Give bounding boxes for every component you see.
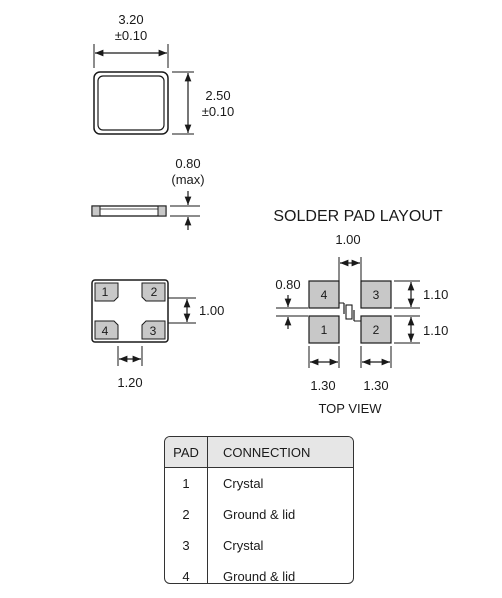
width-label: 3.20 (118, 12, 143, 27)
table-header-pad: PAD (165, 437, 208, 468)
solder-pad-width-right-dimension: 1.30 (360, 346, 392, 393)
package-bottom-view: 1 2 4 3 (91, 279, 169, 343)
table-row: 2 Ground & lid (165, 499, 353, 530)
bottom-pitch-dimension: 1.00 (168, 297, 224, 324)
table-cell-pad: 2 (165, 499, 208, 530)
solder-pad-width-left-label: 1.30 (310, 378, 335, 393)
bottom-pad-1 (94, 282, 119, 302)
width-dimension: 3.20 ±0.10 (93, 12, 169, 68)
solder-pads: 4 3 1 2 (308, 280, 392, 344)
bottom-pad-3-label: 3 (150, 324, 157, 338)
solder-pad-gap-label: 0.80 (275, 277, 300, 292)
solder-pad-1 (308, 315, 340, 344)
table-cell-pad: 1 (165, 467, 208, 499)
solder-gap-label: 1.00 (335, 232, 360, 247)
table-cell-connection: Ground & lid (223, 569, 296, 584)
thickness-label: 0.80 (175, 156, 200, 171)
bottom-pitch-label: 1.00 (199, 303, 224, 318)
solder-pad-3-label: 3 (373, 288, 380, 302)
table-cell-connection: Crystal (223, 476, 264, 491)
bottom-pad-width-dimension: 1.20 (117, 346, 143, 390)
solder-pad-3 (360, 280, 392, 309)
bottom-pad-2 (141, 282, 166, 302)
width-tolerance: ±0.10 (115, 28, 147, 43)
solder-pad-width-left-dimension: 1.30 (308, 346, 340, 393)
thickness-dimension: 0.80 (max) (170, 156, 205, 230)
table-cell-connection: Ground & lid (223, 507, 296, 522)
solder-pad-2-label: 2 (373, 323, 380, 337)
solder-pad-height-top-label: 1.10 (423, 287, 448, 302)
height-dimension: 2.50 ±0.10 (172, 71, 234, 135)
bottom-pad-2-label: 2 (151, 285, 158, 299)
table-row: 1 Crystal (165, 467, 353, 499)
table-header-row: PAD CONNECTION (165, 437, 353, 468)
solder-gap-dimension: 1.00 (335, 232, 362, 281)
solder-pad-gap-dimension: 0.80 (275, 277, 308, 329)
package-side-view (91, 205, 167, 217)
package-top-view (93, 71, 169, 135)
height-tolerance: ±0.10 (202, 104, 234, 119)
solder-pad-height-bottom-label: 1.10 (423, 323, 448, 338)
solder-pad-1-label: 1 (321, 323, 328, 337)
table-cell-connection: Crystal (223, 538, 264, 553)
height-label: 2.50 (205, 88, 230, 103)
solder-layout-title: SOLDER PAD LAYOUT (273, 208, 442, 225)
solder-pad-4 (308, 280, 340, 309)
bottom-pad-4-label: 4 (102, 324, 109, 338)
solder-pad-2 (360, 315, 392, 344)
table-header-connection: CONNECTION (207, 437, 353, 468)
bottom-pad-4 (94, 320, 119, 340)
crystal-symbol-icon (339, 302, 361, 322)
top-view-label: TOP VIEW (318, 401, 382, 416)
solder-pad-width-right-label: 1.30 (363, 378, 388, 393)
pad-connection-table: PAD CONNECTION 1 Crystal 2 Ground & lid … (164, 436, 354, 584)
table-cell-pad: 3 (165, 530, 208, 561)
bottom-pad-3 (141, 320, 166, 340)
solder-pad-height-top-dimension: 1.10 (394, 280, 448, 309)
table-row: 3 Crystal (165, 530, 353, 561)
solder-pad-height-bottom-dimension: 1.10 (394, 315, 448, 344)
thickness-note: (max) (171, 172, 204, 187)
solder-pad-4-label: 4 (321, 288, 328, 302)
bottom-pad-1-label: 1 (102, 285, 109, 299)
table-row: 4 Ground & lid (165, 561, 353, 584)
bottom-pad-width-label: 1.20 (117, 375, 142, 390)
table-cell-pad: 4 (165, 561, 208, 583)
